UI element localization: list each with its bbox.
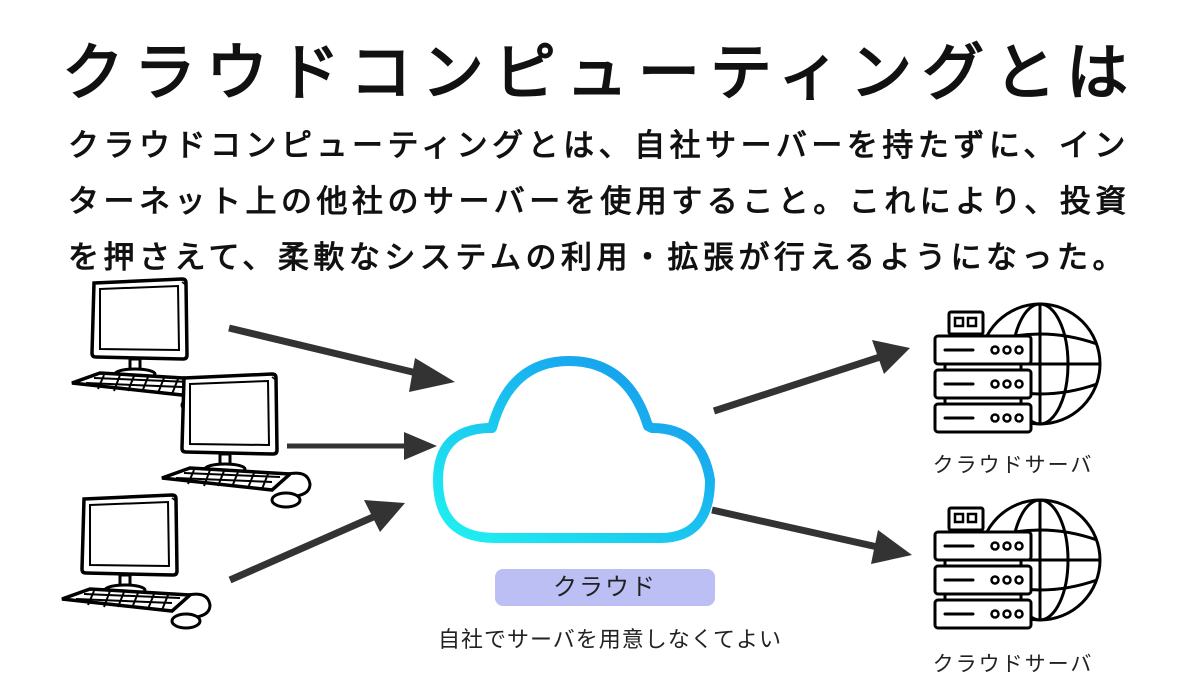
- desktop-computer-icon: [160, 372, 312, 509]
- description-line: クラウドコンピューティングとは、自社サーバーを持たずに、イン: [68, 128, 1130, 164]
- server-label: クラウドサーバ: [932, 453, 1094, 477]
- server-globe-icon: [933, 498, 1102, 630]
- arrow-client-2-to-cloud: [287, 432, 437, 460]
- page-title: クラウドコンピューティングとは: [61, 36, 1139, 109]
- server-globe-icon: [933, 302, 1102, 434]
- arrow-cloud-to-server-2: [711, 506, 912, 564]
- cloud-note: 自社でサーバを用意しなくてよい: [437, 628, 783, 653]
- arrow-cloud-to-server-1: [712, 340, 910, 415]
- description: クラウドコンピューティングとは、自社サーバーを持たずに、イン ターネット上の他社…: [68, 118, 1168, 286]
- cloud-icon: [433, 356, 715, 543]
- description-line: ターネット上の他社のサーバーを使用すること。これにより、投資: [68, 184, 1131, 220]
- desktop-computer-icon: [60, 493, 212, 630]
- cloud-label: クラウド: [495, 569, 715, 606]
- arrow-client-1-to-cloud: [228, 324, 455, 392]
- server-label: クラウドサーバ: [932, 652, 1094, 676]
- arrow-client-3-to-cloud: [228, 500, 405, 584]
- description-line: を押さえて、柔軟なシステムの利用・拡張が行えるようになった。: [68, 240, 1129, 276]
